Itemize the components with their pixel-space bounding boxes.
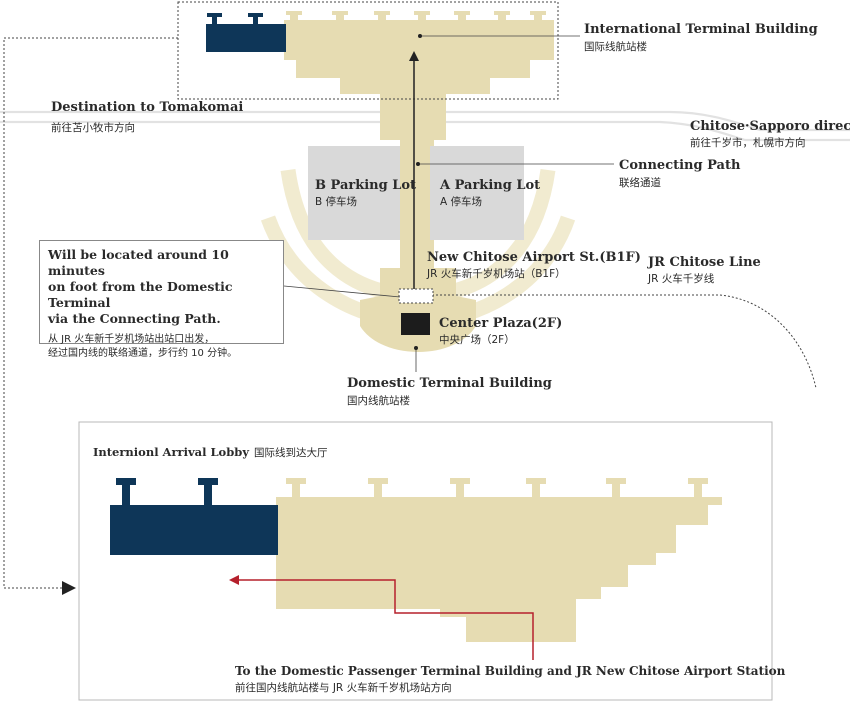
a-parking-label-cn: A 停车场 xyxy=(440,195,482,208)
chitose-sapporo-label-cn: 前往千岁市，札幌市方向 xyxy=(690,136,806,149)
walking-time-callout: Will be located around 10 minutes on foo… xyxy=(39,240,284,359)
to-domestic-label: To the Domestic Passenger Terminal Build… xyxy=(235,664,786,678)
connecting-corridor xyxy=(400,138,434,270)
arrival-lobby-label-cn: 国际线到达大厅 xyxy=(254,446,328,459)
new-chitose-station-label: New Chitose Airport St.(B1F) xyxy=(427,250,641,265)
tomakomai-label: Destination to Tomakomai xyxy=(51,100,243,115)
center-plaza-box xyxy=(401,313,430,335)
b-parking-lot xyxy=(308,146,400,240)
arrival-lobby-navy-block xyxy=(110,478,278,555)
new-chitose-station-label-cn: JR 火车新千岁机场站（B1F） xyxy=(426,267,566,280)
domestic-terminal-shape xyxy=(360,268,476,352)
chitose-sapporo-label: Chitose·Sapporo direction xyxy=(690,119,850,134)
center-plaza-label-cn: 中央广场（2F） xyxy=(439,333,515,346)
a-parking-lot xyxy=(430,146,524,240)
center-plaza-label: Center Plaza(2F) xyxy=(439,316,562,331)
road-east-upper xyxy=(445,110,850,132)
arrival-lobby-building xyxy=(276,478,722,642)
intl-terminal-label: International Terminal Building xyxy=(584,22,818,37)
to-arrival-arrowhead xyxy=(62,581,76,595)
callout-leader xyxy=(283,285,401,298)
a-parking-label: A Parking Lot xyxy=(439,178,540,193)
road-east-lower xyxy=(445,120,850,142)
callout-text-cn: 从 JR 火车新千岁机场站出站口出发， 经过国内线的联络通道，步行约 10 分钟… xyxy=(48,334,238,359)
arrival-lobby-label: Internionl Arrival Lobby xyxy=(93,445,249,459)
jr-chitose-line-label: JR Chitose Line xyxy=(647,255,761,270)
intl-terminal-frame xyxy=(177,1,559,100)
tomakomai-label-cn: 前往苫小牧市方向 xyxy=(51,121,135,134)
connecting-path-label-cn: 联络通道 xyxy=(619,176,661,189)
jr-station-box xyxy=(398,288,434,304)
jr-chitose-line-label-cn: JR 火车千岁线 xyxy=(647,272,715,285)
intl-departure-block xyxy=(206,13,286,52)
intl-terminal-dot xyxy=(418,34,422,38)
jr-chitose-line xyxy=(432,294,817,389)
connecting-path-label: Connecting Path xyxy=(619,158,741,173)
domestic-terminal-dot xyxy=(414,346,418,350)
connecting-path-dot xyxy=(416,162,420,166)
to-arrival-connector xyxy=(3,37,178,589)
to-domestic-label-cn: 前往国内线航站楼与 JR 火车新千岁机场站方向 xyxy=(235,681,452,694)
route-to-domestic xyxy=(229,575,534,660)
international-terminal-shape xyxy=(284,11,554,140)
b-parking-label: B Parking Lot xyxy=(315,178,416,193)
intl-terminal-label-cn: 国际线航站楼 xyxy=(584,40,647,53)
domestic-terminal-label-cn: 国内线航站楼 xyxy=(347,394,410,407)
domestic-terminal-label: Domestic Terminal Building xyxy=(347,376,552,391)
callout-text-en: Will be located around 10 minutes on foo… xyxy=(48,247,233,326)
b-parking-label-cn: B 停车场 xyxy=(315,195,357,208)
